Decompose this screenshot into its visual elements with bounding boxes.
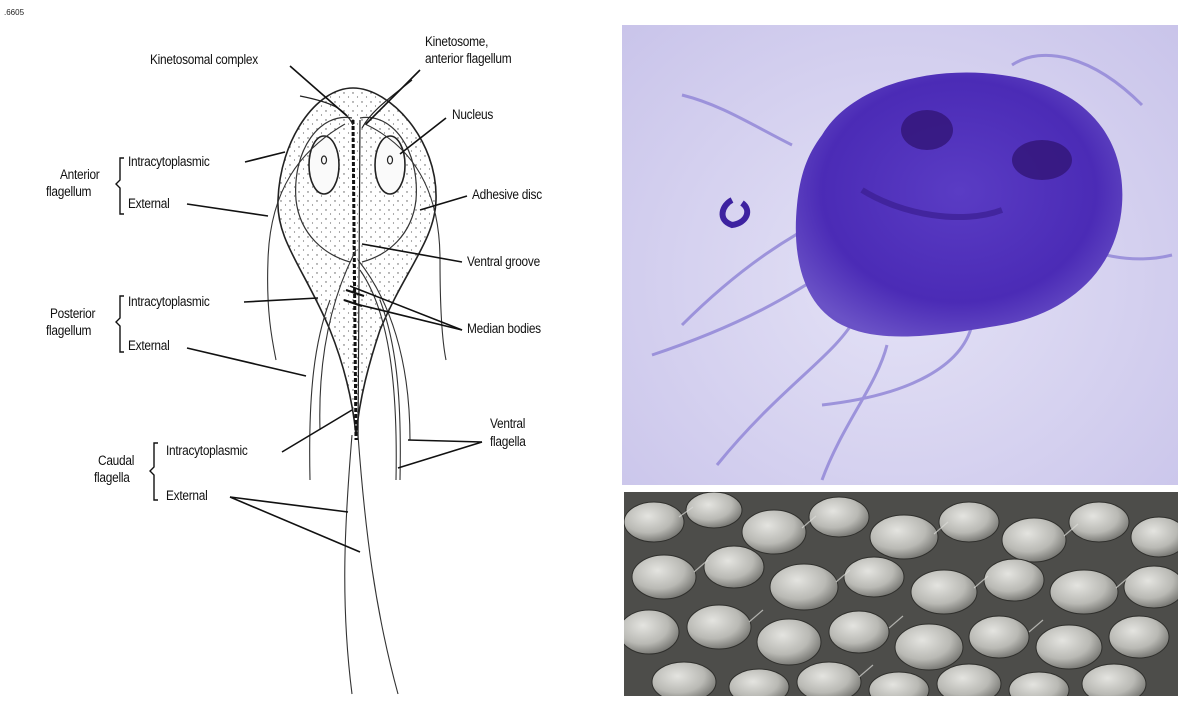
label-intracytoplasmic-anterior: Intracytoplasmic <box>128 154 210 170</box>
label-kinetosomal-complex: Kinetosomal complex <box>150 52 258 68</box>
label-intracytoplasmic-posterior: Intracytoplasmic <box>128 294 210 310</box>
label-ventral-groove: Ventral groove <box>467 254 540 270</box>
label-ventral-flagella-line1: Ventral <box>490 416 525 432</box>
label-external-anterior: External <box>128 196 169 212</box>
posterior-flagellum-left <box>310 300 330 480</box>
label-posterior-flagellum-line1: Posterior <box>50 306 95 322</box>
posterior-flagellum-right <box>380 300 400 480</box>
giardia-diagram-drawing <box>0 0 610 704</box>
stained-trophozoite-micrograph <box>622 25 1178 485</box>
label-anterior-flagellum-line2: flagellum <box>46 184 91 200</box>
figure-code: .6605 <box>4 8 24 17</box>
cell-body <box>278 88 436 435</box>
label-external-posterior: External <box>128 338 169 354</box>
label-ventral-flagella-line2: flagella <box>490 434 526 450</box>
label-external-caudal: External <box>166 488 207 504</box>
stained-nucleus-left <box>901 110 953 150</box>
nucleus-right <box>375 136 405 194</box>
label-kinetosome-line1: Kinetosome, <box>425 34 488 50</box>
label-caudal-flagella-line1: Caudal <box>98 453 134 469</box>
label-anterior-flagellum-line1: Anterior <box>60 167 99 183</box>
nucleus-left <box>309 136 339 194</box>
stained-cell-body <box>796 73 1123 337</box>
micrograph-drawing <box>622 25 1178 485</box>
sem-micrograph <box>624 492 1178 696</box>
caudal-flagellum-left <box>345 435 352 694</box>
stained-nucleus-right <box>1012 140 1072 180</box>
label-caudal-flagella-line2: flagella <box>94 470 130 486</box>
label-kinetosome-line2: anterior flagellum <box>425 51 511 67</box>
giardia-diagram: .6605 Kinetosomal complex Kinetosome, an… <box>0 0 610 704</box>
label-median-bodies: Median bodies <box>467 321 541 337</box>
caudal-flagellum-right <box>358 435 398 694</box>
label-nucleus: Nucleus <box>452 107 493 123</box>
label-adhesive-disc: Adhesive disc <box>472 187 542 203</box>
label-intracytoplasmic-caudal: Intracytoplasmic <box>166 443 248 459</box>
sem-drawing <box>624 492 1178 696</box>
label-posterior-flagellum-line2: flagellum <box>46 323 91 339</box>
